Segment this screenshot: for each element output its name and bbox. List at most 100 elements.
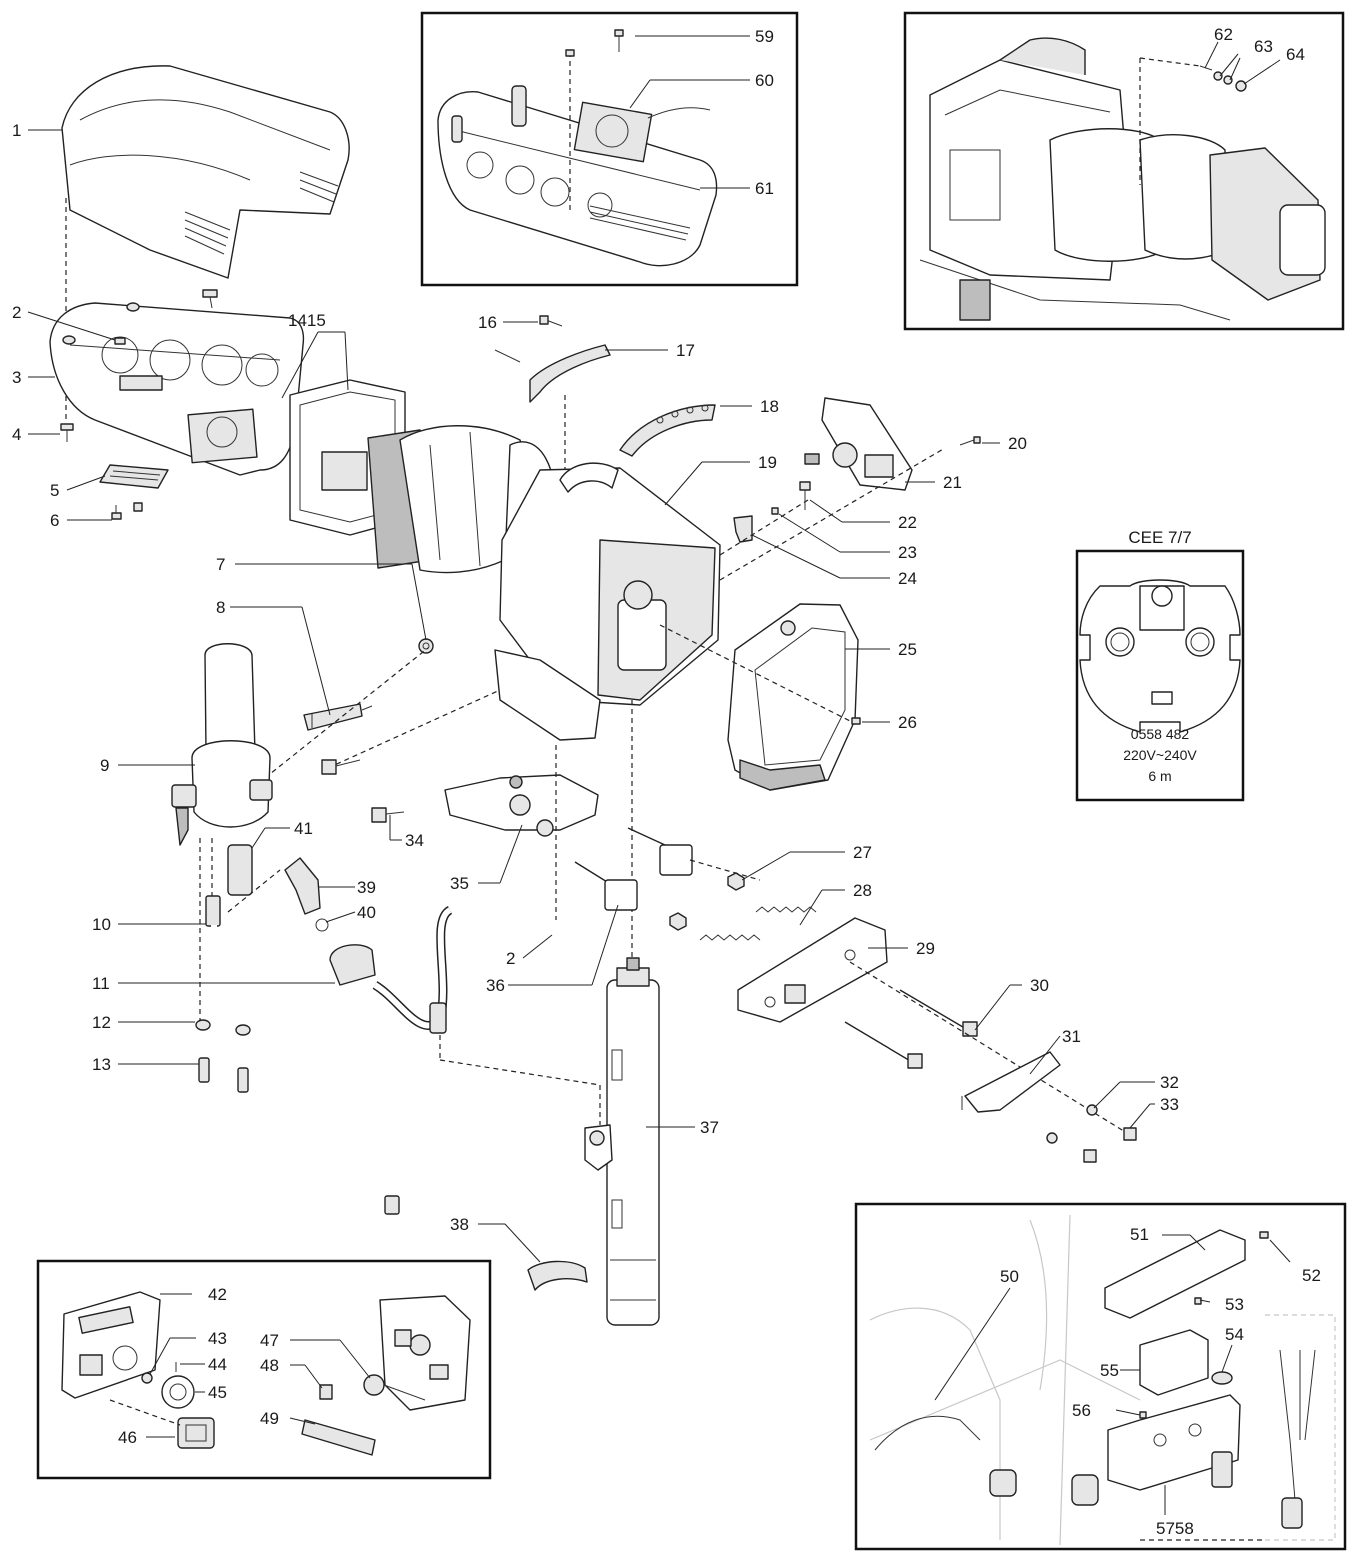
callout-53: 53 [1225,1295,1244,1314]
inset-fan-housing-drawing [437,85,718,267]
callout-32: 32 [1160,1073,1179,1092]
callout-42: 42 [208,1285,227,1304]
callout-36: 36 [486,976,505,995]
part-filter-power-lead [1265,1314,1336,1541]
part-42-display-panel [61,1291,161,1399]
callout-50: 50 [1000,1267,1019,1286]
part-6-screw [111,502,143,520]
callout-41: 41 [294,819,313,838]
plug-part-number: 0558 482 [1131,726,1190,742]
callout-46: 46 [118,1428,137,1447]
part-7-bushing [418,638,434,654]
callout-1415: 1415 [288,311,326,330]
callout-5: 5 [50,481,59,500]
callout-26: 26 [898,713,917,732]
callout-23: 23 [898,543,917,562]
plug-voltage: 220V~240V [1123,747,1197,763]
part-40-o-ring [315,918,329,932]
part-59-screw [614,29,624,52]
callout-21: 21 [943,473,962,492]
part-55-filter-module [1139,1329,1209,1396]
callout-61: 61 [755,179,774,198]
callout-45: 45 [208,1383,227,1402]
part-25-front-cover [727,603,859,791]
part-13-bolt [198,1057,249,1093]
callout-3: 3 [12,368,21,387]
inset-filter-box [854,1202,1347,1551]
callout-49: 49 [260,1409,279,1428]
part-35-yoke [444,774,599,837]
part-4-screw [60,423,74,442]
part-26-screw [851,717,861,725]
part-16-screw [539,315,563,327]
part-41-sleeve [227,844,253,896]
callout-59: 59 [755,27,774,46]
callout-60: 60 [755,71,774,90]
part-37-pump-cylinder [584,957,660,1326]
callout-54: 54 [1225,1325,1244,1344]
part-piston-rod-upper [627,827,693,876]
callout-5758: 5758 [1156,1519,1194,1538]
part-10-suction-tube [205,895,221,927]
part-21-switch-plate [821,397,913,491]
callout-11: 11 [92,974,110,993]
callout-19: 19 [758,453,777,472]
callout-44: 44 [208,1355,227,1374]
part-17-handle-bracket [494,344,611,403]
part-19-gear-housing [494,462,721,741]
inset-motor-assembly-drawing [919,37,1326,321]
callout-24: 24 [898,569,917,588]
part-8-rod [303,703,373,731]
part-36-piston-rod [574,861,638,911]
part-23-screw [771,507,779,515]
callout-39: 39 [357,878,376,897]
callout-64: 64 [1286,45,1305,64]
callout-33: 33 [1160,1095,1179,1114]
part-29-spring-block [737,917,888,1023]
callout-34: 34 [405,831,424,850]
callout-48: 48 [260,1356,279,1375]
part-nut [804,453,820,465]
callout-20: 20 [1008,434,1027,453]
callout-37: 37 [700,1118,719,1137]
callout-27: 27 [853,843,872,862]
callout-63: 63 [1254,37,1273,56]
part-11-hose [211,905,453,1215]
part-33-bolt [1123,1127,1137,1141]
part-28-spring [699,906,817,941]
callout-8: 8 [216,598,225,617]
part-48-connector [319,1384,333,1400]
part-24-switch-clip [733,515,753,543]
callout-12: 12 [92,1013,111,1032]
plug-socket-outline [1079,579,1241,733]
part-18-grip [619,404,716,457]
plug-title: CEE 7/7 [1128,528,1191,547]
part-gland-nut [1071,1451,1233,1506]
part-bolt-long [321,759,361,775]
callout-62: 62 [1214,25,1233,44]
callout-labels: 1 2 3 4 5 6 7 8 9 10 11 12 13 1415 16 17… [12,25,1321,1538]
part-64-nut [1235,80,1247,92]
part-bolt-lower [844,1021,923,1069]
callout-1: 1 [12,121,21,140]
callout-30: 30 [1030,976,1049,995]
part-62-pin [1199,65,1213,71]
inset-filter-ghost-frame [869,1214,1141,1546]
callout-4: 4 [12,425,21,444]
part-9-pressure-vessel [171,643,273,846]
part-52-screw [1259,1231,1269,1239]
part-3-base-housing [49,302,305,476]
part-63-washer [1213,71,1233,85]
part-38-clip [527,1260,588,1291]
callout-51: 51 [1130,1225,1149,1244]
callout-2: 2 [12,303,21,322]
part-20-screw [959,436,981,446]
callout-52: 52 [1302,1266,1321,1285]
part-washer-b [1046,1132,1058,1144]
inset-fan-housing [420,11,799,287]
part-43-knob-nut [141,1372,153,1384]
callout-55: 55 [1100,1361,1119,1380]
part-1-top-cover [61,65,350,279]
callout-28: 28 [853,881,872,900]
